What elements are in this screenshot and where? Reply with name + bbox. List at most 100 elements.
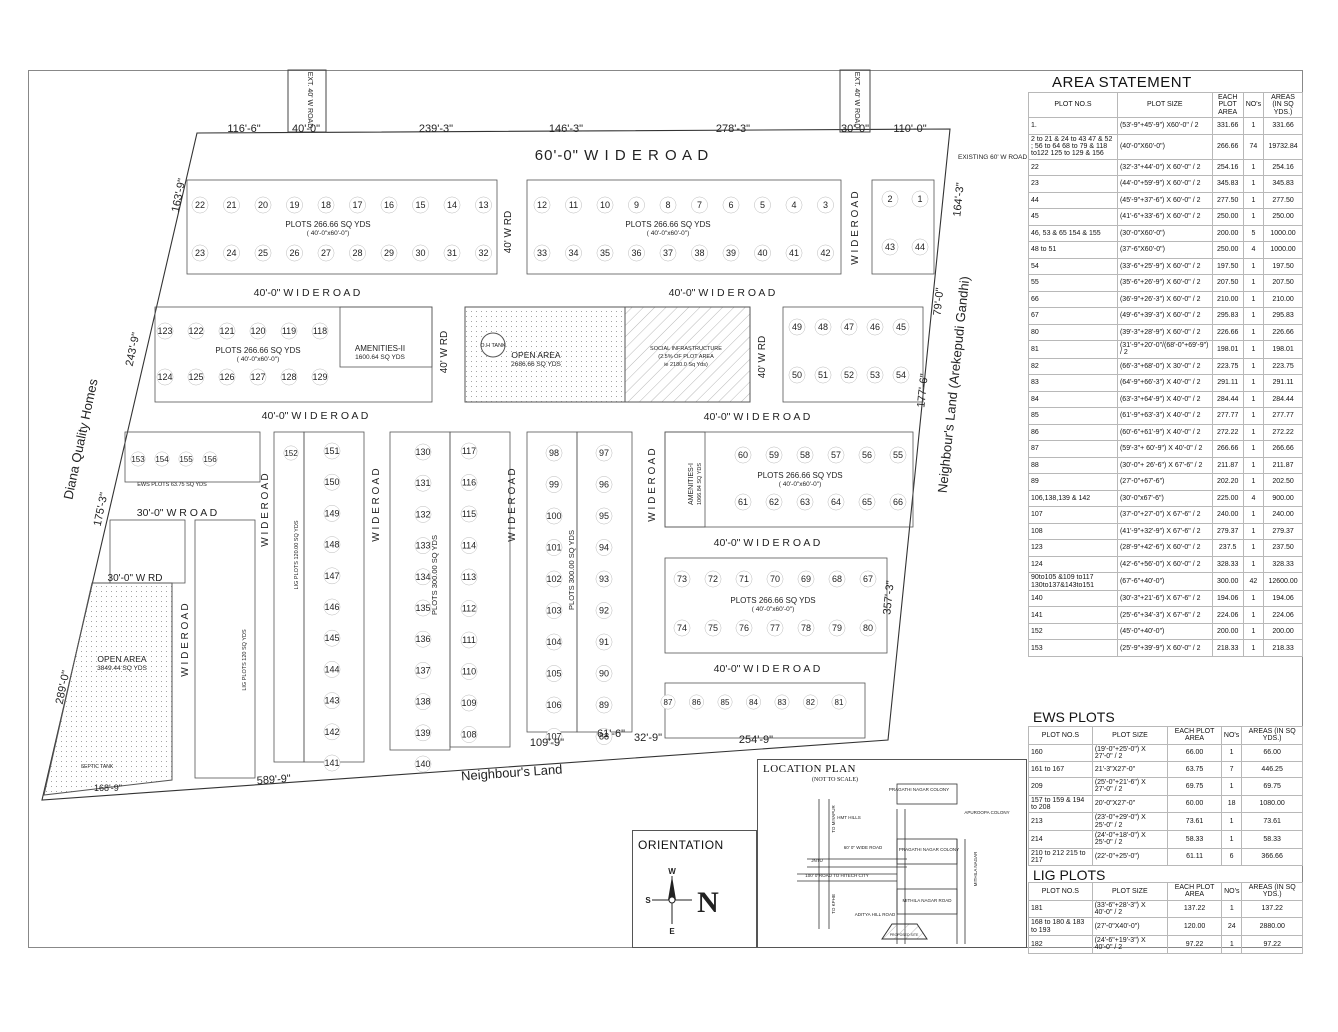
dim-bottom-2: 168'-9" [94, 783, 122, 793]
table-cell: 140 [1028, 589, 1118, 608]
table-cell: 197.50 [1211, 257, 1244, 276]
plot-number-marker [414, 537, 432, 554]
table-row: 210 to 212 215 to 217(22'-0"+25'-0")61.1… [1028, 847, 1303, 867]
table-cell: 1 [1221, 935, 1243, 954]
table-cell: 1 [1242, 191, 1265, 210]
table-cell: (35'-6"+26'-9") X 60'-0" / 2 [1116, 274, 1213, 292]
plot-number: 49 [792, 322, 802, 332]
plot-number: 67 [863, 574, 873, 584]
table-cell: 211.87 [1263, 456, 1303, 475]
table-cell: 277.77 [1263, 407, 1303, 425]
table-cell: 279.37 [1211, 522, 1244, 541]
plot-number: 148 [324, 540, 339, 550]
column-header: PLOT NO.S [1028, 882, 1093, 901]
plot-number-marker [797, 570, 815, 588]
plot-number-marker [889, 446, 907, 464]
plot-number: 36 [631, 248, 641, 258]
plot-number: 24 [226, 248, 236, 258]
table-cell: 1000.00 [1263, 224, 1303, 243]
plot-number-marker [460, 600, 478, 617]
table-cell: 88 [1028, 456, 1118, 475]
table-cell: 1 [1242, 274, 1265, 292]
plot-number: 28 [352, 248, 362, 258]
loc-label-8: MITHILA NAGAR [973, 851, 978, 887]
plot-number: 61 [738, 497, 748, 507]
plot-number-marker [785, 196, 803, 214]
road-label-v6: W I D E R O A D [371, 468, 382, 541]
location-plan-subtitle: (NOT TO SCALE) [812, 777, 859, 783]
dim-left-2: 243'-9" [124, 331, 143, 367]
plot-number: 52 [844, 370, 854, 380]
plot-number: 141 [324, 758, 339, 768]
table-cell: 153 [1028, 639, 1118, 657]
table-cell: 1 [1242, 290, 1265, 309]
plots-label-c-sub: ( 40'-0"x60'-0") [237, 356, 280, 363]
loc-label-3: HMT HILLS [837, 815, 860, 820]
road-label-v9: W I D E R O A D [850, 191, 861, 264]
table-cell: 7 [1220, 761, 1243, 778]
table-cell: (37'-6"X60'-0") [1116, 241, 1213, 259]
plot-number-marker [722, 244, 740, 262]
plot-number: 99 [549, 480, 559, 490]
plot-number: 96 [599, 480, 609, 490]
plots-300-label-a: PLOTS 300.00 SQ YDS [430, 535, 439, 615]
plot-number-marker [565, 196, 582, 214]
plot-number-marker [735, 570, 753, 588]
plot-number-marker [595, 444, 613, 462]
plot-number: 6 [728, 200, 733, 210]
loc-label-10: ADITYA HILL ROAD [855, 912, 896, 917]
table-cell: 108 [1028, 522, 1118, 541]
table-cell: 328.33 [1263, 555, 1303, 574]
plot-number: 128 [281, 372, 296, 382]
plot-number-marker [323, 505, 341, 522]
block-top-left [186, 179, 498, 275]
plot-number-marker [443, 196, 461, 214]
table-cell: 202.20 [1211, 473, 1244, 491]
plot-number-marker [840, 318, 858, 336]
amenities-2-area: 1600.64 SQ YDS [355, 354, 405, 361]
plot-number-marker [414, 693, 432, 710]
plot-number-marker [323, 473, 341, 491]
plot-number-marker [881, 190, 899, 208]
loc-label-5: PRAGATHI NAGAR COLONY [899, 847, 959, 852]
dim-top-7: 110'-0" [893, 123, 926, 135]
plot-number: 90 [599, 669, 609, 679]
block-5 [664, 557, 888, 654]
plot-number: 71 [739, 574, 749, 584]
plot-number-marker [191, 196, 209, 214]
plot-number: 76 [739, 623, 749, 633]
plot-number-marker [533, 196, 551, 214]
table-cell: 223.75 [1263, 357, 1303, 376]
table-cell: 250.00 [1211, 241, 1244, 259]
plot-number-marker [254, 244, 272, 262]
plot-number-marker [595, 665, 613, 682]
plot-number-marker [545, 696, 563, 714]
ext-road-stub-left [287, 69, 327, 133]
plot-number-marker [323, 598, 341, 616]
column-header: PLOT SIZE [1091, 726, 1169, 745]
plot-number: 115 [462, 509, 476, 519]
plot-number: 43 [885, 242, 895, 252]
table-cell: 181 [1028, 899, 1093, 919]
plot-number: 79 [832, 623, 842, 633]
plot-number-marker [788, 318, 806, 336]
plot-number-marker [323, 536, 341, 553]
plot-number: 30 [415, 248, 425, 258]
table-cell: (45'-9"+37'-6") X 60'-0" / 2 [1116, 191, 1213, 210]
dim-top-6: 30'-0" [841, 123, 869, 135]
table-cell: 240.00 [1211, 506, 1244, 524]
plot-number-marker [218, 322, 236, 340]
table-cell: 1 [1242, 390, 1265, 409]
plot-number-marker [565, 244, 582, 262]
orientation-box [632, 830, 757, 948]
table-cell: 1 [1242, 208, 1265, 226]
table-cell: 300.00 [1211, 572, 1244, 591]
